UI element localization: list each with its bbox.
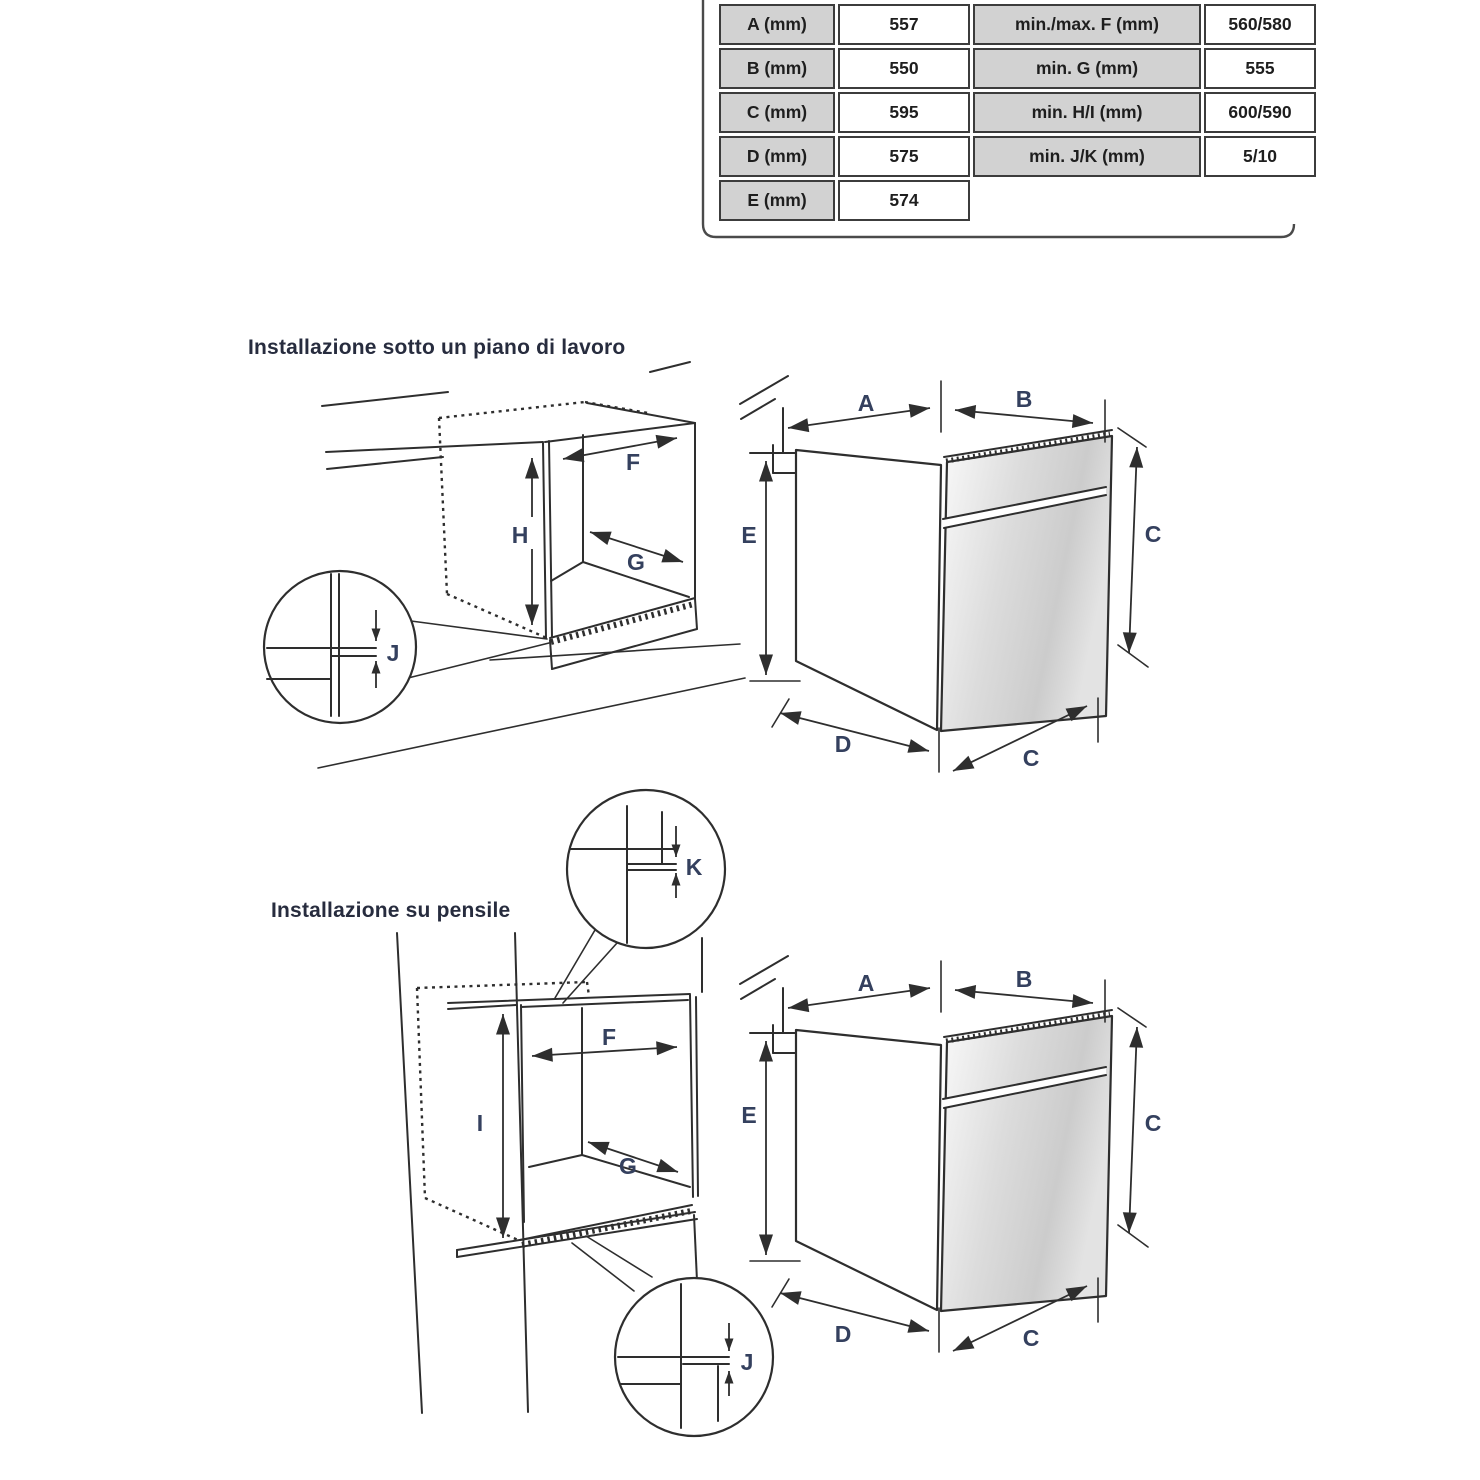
section-title-under-worktop: Installazione sotto un piano di lavoro [248, 336, 626, 359]
dimension-arrow-i: I [467, 1014, 510, 1238]
dim-label-cell: min. G (mm) [973, 48, 1201, 89]
dim-label-k: K [686, 854, 703, 880]
dimension-arrow-h: H [506, 458, 539, 625]
dim-label-g: G [619, 1153, 637, 1179]
dim-label-cell: E (mm) [719, 180, 835, 221]
worktop-lines [321, 361, 789, 470]
dim-label-j: J [387, 640, 400, 666]
dim-label-g: G [627, 549, 645, 575]
table-row: A (mm) 557 min./max. F (mm) 560/580 [719, 4, 1316, 45]
dim-label-d: D [835, 731, 852, 757]
dimension-arrow-g: G [589, 531, 684, 575]
dim-label-f: F [626, 449, 640, 475]
dim-label-e: E [741, 1102, 756, 1128]
dimension-arrow-d: D [771, 698, 930, 757]
dim-label-f: F [602, 1024, 616, 1050]
dimensions-table: A (mm) 557 min./max. F (mm) 560/580 B (m… [716, 1, 1319, 224]
table-row: D (mm) 575 min. J/K (mm) 5/10 [719, 136, 1316, 177]
wall-cabinet-structure [396, 932, 703, 1414]
dim-label-e: E [741, 522, 756, 548]
dim-value-cell: 555 [1204, 48, 1316, 89]
detail-balloon-k: K [554, 788, 727, 1004]
dim-label-cell: min. H/I (mm) [973, 92, 1201, 133]
oven-drawing: E A B C [741, 380, 1162, 773]
dim-label-cell: D (mm) [719, 136, 835, 177]
dim-label-a: A [858, 390, 875, 416]
detail-balloon-j: J [262, 569, 550, 725]
dimension-arrow-c2-right: C [1117, 1007, 1162, 1248]
diagram-under-worktop: F H G J [262, 361, 1162, 773]
table-row: B (mm) 550 min. G (mm) 555 [719, 48, 1316, 89]
dimension-arrow-b: B [954, 386, 1094, 429]
table-row: C (mm) 595 min. H/I (mm) 600/590 [719, 92, 1316, 133]
dim-label-h: H [512, 522, 529, 548]
dimension-arrow-c-right: C [1117, 427, 1162, 668]
section-title-wall-cabinet: Installazione su pensile [271, 899, 511, 922]
dimension-arrow-a2: A [787, 970, 931, 1013]
niche-opening [542, 422, 698, 670]
dim-label-cell: min./max. F (mm) [973, 4, 1201, 45]
dim-label-cell: C (mm) [719, 92, 835, 133]
dimension-arrow-c2-bottom: C [952, 1285, 1088, 1352]
dimension-arrow-e: E [741, 461, 801, 682]
dim-value-cell: 550 [838, 48, 970, 89]
dim-label-d: D [835, 1321, 852, 1347]
dim-label-b: B [1016, 386, 1033, 412]
dim-label-i: I [477, 1110, 483, 1136]
dim-value-cell: 5/10 [1204, 136, 1316, 177]
floor-lines [317, 643, 746, 769]
dimension-arrow-f: F [562, 434, 678, 475]
dimension-arrow-d2: D [771, 1278, 930, 1347]
dim-label-cell: B (mm) [719, 48, 835, 89]
dimension-arrow-c-bottom: C [952, 705, 1088, 772]
dim-label-cell: min. J/K (mm) [973, 136, 1201, 177]
dim-label-j: J [741, 1349, 754, 1375]
dimension-arrow-e2: E [741, 1041, 801, 1262]
dim-label-a: A [858, 970, 875, 996]
diagram-wall-cabinet: K [396, 788, 1162, 1438]
dim-value-cell: 574 [838, 180, 970, 221]
dim-value-cell: 575 [838, 136, 970, 177]
niche-hidden-edges [437, 400, 649, 641]
dimension-arrow-a: A [787, 390, 931, 433]
dim-label-c: C [1145, 521, 1162, 547]
oven-drawing-2: E A B C [739, 955, 1162, 1353]
dim-label-cell: A (mm) [719, 4, 835, 45]
dim-value-cell: 600/590 [1204, 92, 1316, 133]
page-frame-border [701, 0, 1296, 239]
dim-label-b: B [1016, 966, 1033, 992]
dimension-arrow-b2: B [954, 966, 1094, 1009]
dim-label-c: C [1145, 1110, 1162, 1136]
table-row: E (mm) 574 [719, 180, 1316, 221]
dim-value-cell: 595 [838, 92, 970, 133]
dim-label-c: C [1023, 1325, 1040, 1351]
dimension-arrow-g2: G [587, 1141, 679, 1179]
detail-balloon-j2: J [571, 1235, 775, 1438]
dim-value-cell: 560/580 [1204, 4, 1316, 45]
dimension-arrow-f2: F [531, 1024, 678, 1062]
dim-label-c: C [1023, 745, 1040, 771]
dim-value-cell: 557 [838, 4, 970, 45]
